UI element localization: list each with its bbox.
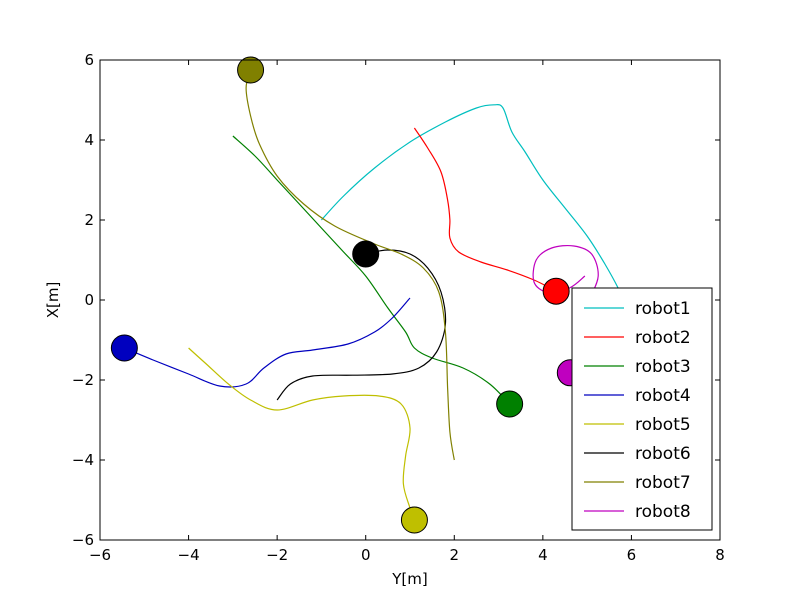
legend-label-robot4: robot4 <box>635 386 691 406</box>
series-line-robot5 <box>188 347 415 521</box>
legend: robot1 robot2 robot3 robot4 robot5 robot6 robo… <box>571 287 713 531</box>
legend-label-robot2: robot2 <box>635 328 691 348</box>
robot-marker-robot5 <box>400 506 428 534</box>
y-tick-label: −6 <box>72 531 94 549</box>
legend-label-robot3: robot3 <box>635 357 691 377</box>
series-line-robot4 <box>124 297 411 388</box>
tick-layer: −6 −4 −2 0 2 4 6 8 −6 −4 −2 0 2 4 6 <box>72 51 725 564</box>
x-tick-label: 4 <box>538 546 548 564</box>
x-axis-label: Y[m] <box>391 570 427 588</box>
x-tick-label: 6 <box>627 546 637 564</box>
robot-marker-robot4 <box>110 334 138 362</box>
x-tick-label: −2 <box>266 546 288 564</box>
x-tick-label: −4 <box>178 546 200 564</box>
series-line-robot2 <box>413 127 557 292</box>
y-tick-label: 2 <box>84 211 94 229</box>
x-tick-label: 8 <box>715 546 725 564</box>
legend-label-robot1: robot1 <box>635 299 691 319</box>
x-tick-label: 2 <box>450 546 460 564</box>
x-tick-label: 0 <box>361 546 371 564</box>
x-tick-label: −6 <box>89 546 111 564</box>
y-tick-label: −2 <box>72 371 94 389</box>
legend-label-robot7: robot7 <box>635 473 691 493</box>
y-tick-label: 0 <box>84 291 94 309</box>
y-tick-label: −4 <box>72 451 94 469</box>
series-line-robot3 <box>232 135 511 405</box>
robot-marker-robot3 <box>496 390 524 418</box>
y-tick-label: 6 <box>84 51 94 69</box>
robot-marker-robot2 <box>542 277 570 305</box>
robot-marker-robot6 <box>352 240 380 268</box>
legend-label-robot6: robot6 <box>635 444 691 464</box>
series-line-robot1 <box>320 104 628 309</box>
legend-label-robot8: robot8 <box>635 502 691 522</box>
series-line-robot6 <box>276 249 447 401</box>
legend-box <box>571 287 713 531</box>
legend-label-robot5: robot5 <box>635 415 691 435</box>
y-tick-label: 4 <box>84 131 94 149</box>
y-axis-label: X[m] <box>44 282 62 319</box>
robot-marker-robot7 <box>237 56 265 84</box>
